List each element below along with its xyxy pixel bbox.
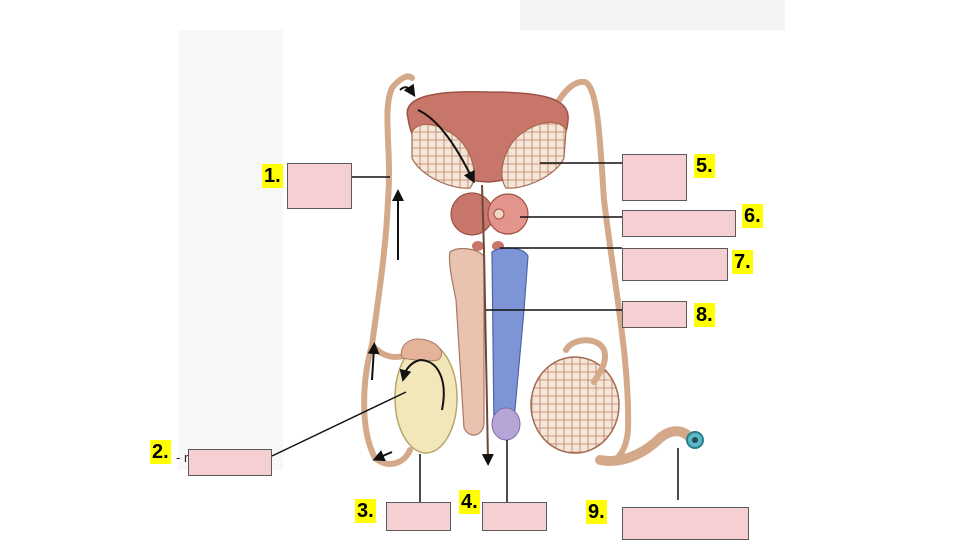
flow-arrow-left-lower	[367, 342, 380, 381]
urethra-cross-section	[493, 208, 505, 220]
bulbourethral-gland-left	[472, 241, 484, 251]
background-panel-top	[520, 0, 785, 30]
label-9: 9.	[586, 500, 607, 524]
answer-box-8[interactable]	[622, 301, 687, 328]
flow-arrow-bottom	[372, 450, 393, 462]
stray-text: - r	[176, 450, 189, 465]
flow-arrow-top	[399, 83, 416, 97]
sperm-flow-arrow-testis	[399, 358, 445, 411]
answer-box-4[interactable]	[482, 502, 547, 531]
answer-box-1[interactable]	[287, 163, 352, 209]
label-7: 7.	[732, 250, 753, 274]
answer-box-7[interactable]	[622, 248, 728, 281]
label-3: 3.	[355, 499, 376, 523]
right-vas-deferens	[545, 78, 632, 466]
answer-box-2[interactable]	[188, 449, 272, 476]
background-panel	[178, 30, 283, 470]
answer-box-5[interactable]	[622, 154, 687, 201]
answer-box-9[interactable]	[622, 507, 749, 540]
glans-penis	[491, 407, 521, 441]
spermatic-cord-tube	[595, 426, 695, 466]
right-seminal-vesicle	[501, 121, 567, 189]
left-epididymis	[400, 338, 442, 362]
label-5: 5.	[694, 154, 715, 178]
label-4: 4.	[459, 490, 480, 514]
label-2: 2.	[150, 440, 171, 464]
prostate-gland-left	[450, 192, 494, 236]
vas-deferens-lumen	[692, 437, 698, 443]
right-testis-section	[530, 356, 620, 454]
answer-box-6[interactable]	[622, 210, 736, 237]
corpus-cavernosum	[448, 247, 485, 436]
label-6: 6.	[742, 204, 763, 228]
label-1: 1.	[262, 164, 283, 188]
answer-box-3[interactable]	[386, 502, 451, 531]
corpus-spongiosum	[491, 247, 529, 437]
urethra-line	[481, 184, 494, 466]
flow-arrow-vesicle	[417, 109, 475, 184]
label-8: 8.	[694, 303, 715, 327]
prostate-gland-right	[487, 193, 529, 235]
leader-line-2	[271, 391, 407, 457]
right-epididymis	[563, 337, 608, 385]
